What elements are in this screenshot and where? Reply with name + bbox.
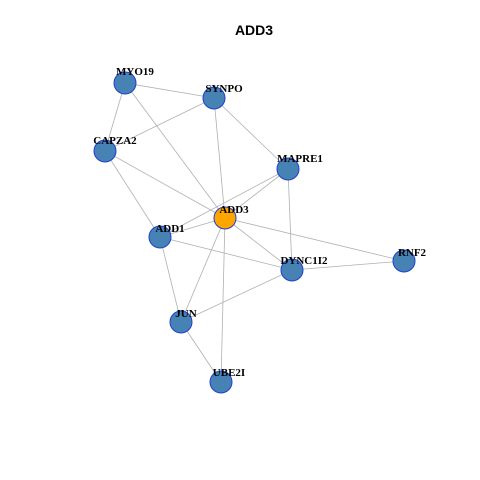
node-layer [93,71,416,394]
edge-mapre1-add3 [224,168,289,219]
node-label-add3: ADD3 [219,204,249,216]
node-rnf2[interactable] [392,249,416,273]
node-add1[interactable] [148,225,172,249]
edge-add3-rnf2 [224,217,405,262]
node-label-ube2i: UBE2I [213,367,245,379]
node-label-dync1i2: DYNC1I2 [280,255,328,267]
node-dync1i2[interactable] [280,258,304,282]
edge-add1-jun [159,236,182,323]
node-myo19[interactable] [113,71,137,95]
edge-synpo-add3 [213,97,226,219]
edge-synpo-capza2 [104,97,215,152]
edge-mapre1-add1 [159,168,289,238]
edge-add3-jun [180,217,226,323]
edge-myo19-synpo [124,82,215,99]
node-label-mapre1: MAPRE1 [277,153,323,165]
edge-myo19-capza2 [104,82,126,152]
node-label-capza2: CAPZA2 [93,135,137,147]
edge-mapre1-dync1i2 [287,168,293,271]
node-capza2[interactable] [93,139,117,163]
diagram-title: ADD3 [235,22,273,38]
node-add3[interactable] [213,206,237,230]
node-label-jun: JUN [175,308,196,320]
edge-add3-dync1i2 [224,217,293,271]
node-synpo[interactable] [202,86,226,110]
node-mapre1[interactable] [276,157,300,181]
edge-myo19-add3 [124,82,226,219]
edge-capza2-add1 [104,150,161,238]
node-label-rnf2: RNF2 [398,247,427,259]
edge-dync1i2-rnf2 [291,260,405,271]
node-label-synpo: SYNPO [205,83,243,95]
node-ube2i[interactable] [209,370,233,394]
node-label-add1: ADD1 [155,223,184,235]
edge-add1-dync1i2 [159,236,293,271]
edge-jun-ube2i [180,321,222,383]
edge-synpo-mapre1 [213,97,289,170]
edge-dync1i2-jun [180,269,293,323]
node-label-myo19: MYO19 [116,66,154,78]
edge-capza2-add3 [104,150,226,219]
node-jun[interactable] [169,310,193,334]
edge-add3-ube2i [220,217,226,383]
